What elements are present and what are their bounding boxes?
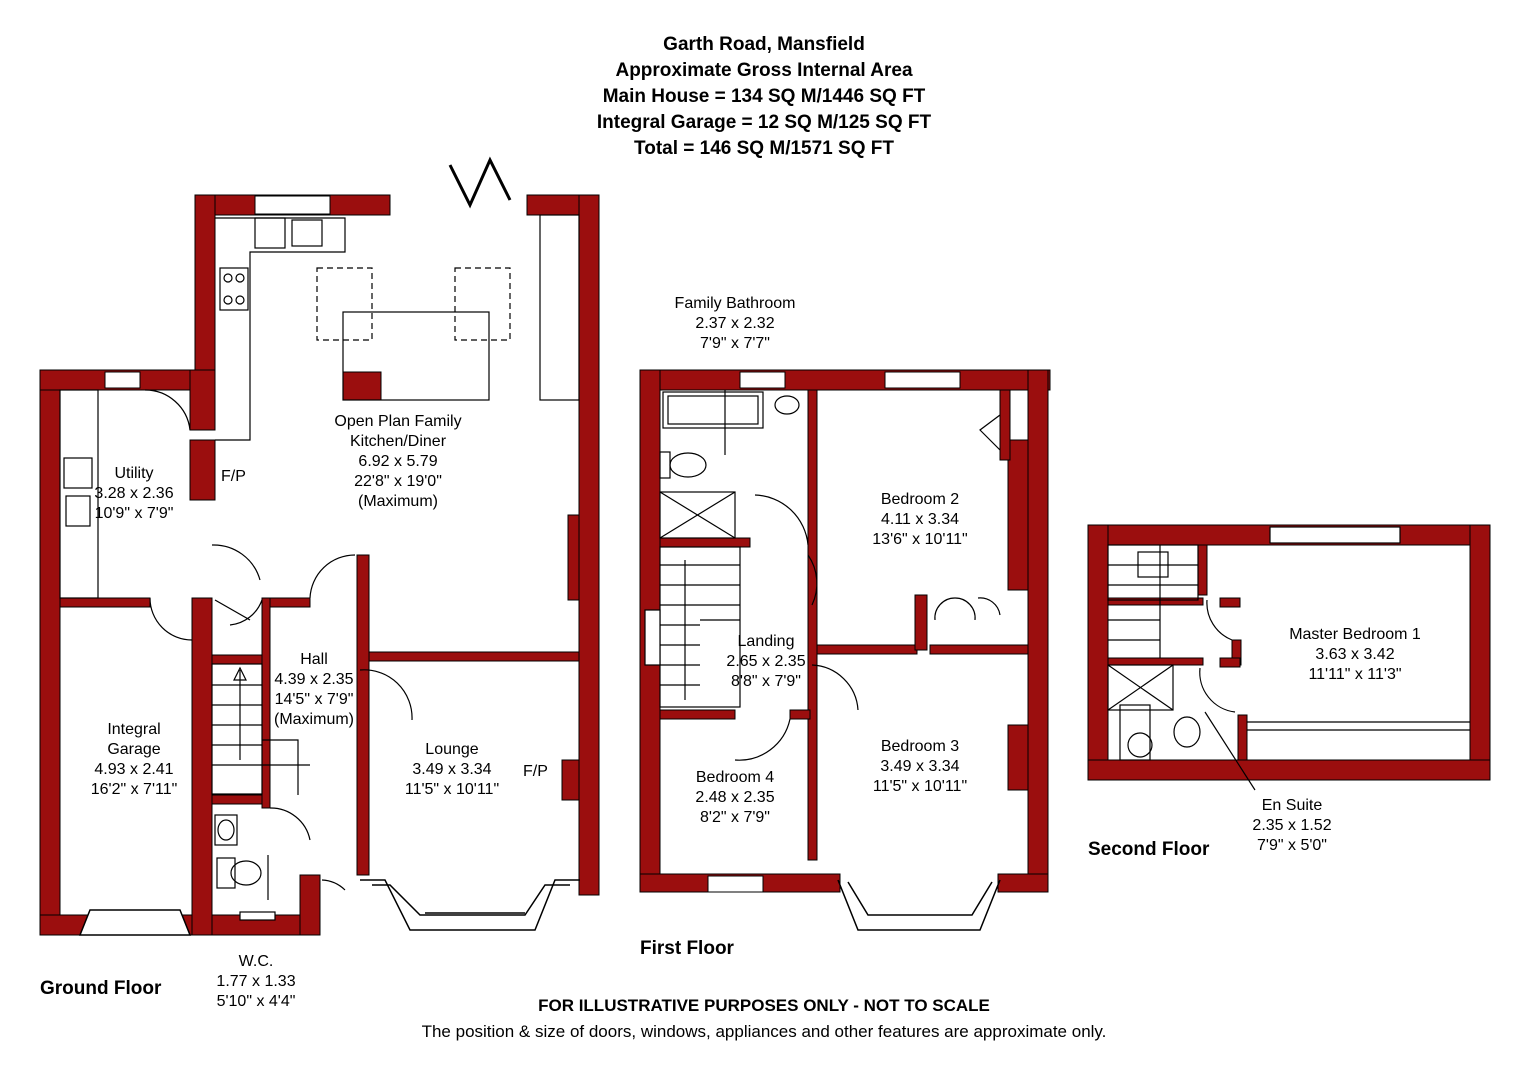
plan-header: Garth Road, Mansfield Approximate Gross … <box>0 32 1528 162</box>
wall <box>299 874 321 936</box>
garage-area: Integral Garage = 12 SQ M/125 SQ FT <box>596 112 932 133</box>
room-label-utility: Utility 3.28 x 2.36 10'9" x 7'9" <box>94 465 174 522</box>
wall-chimney <box>561 759 580 801</box>
room-label-master-bedroom: Master Bedroom 1 3.63 x 3.42 11'11" x 11… <box>1289 626 1421 683</box>
wall <box>59 597 151 608</box>
total-area: Total = 146 SQ M/1571 SQ FT <box>634 138 894 159</box>
hall-stairs <box>211 554 413 891</box>
wc-fittings <box>214 814 276 921</box>
wall <box>578 194 600 896</box>
first-floor-fittings <box>644 390 1001 761</box>
disclaimer-note: The position & size of doors, windows, a… <box>421 1022 1107 1041</box>
wall <box>211 654 263 665</box>
room-label-lounge: Lounge 3.49 x 3.34 11'5" x 10'11" <box>404 741 500 798</box>
wall <box>189 439 216 501</box>
wall <box>189 369 216 431</box>
utility-fittings <box>59 389 261 641</box>
floor-label-first: First Floor <box>640 938 734 959</box>
ground-floor-walls <box>39 194 600 936</box>
address-title: Garth Road, Mansfield <box>663 34 865 55</box>
room-label-landing: Landing 2.65 x 2.35 8'8" x 7'9" <box>726 633 806 690</box>
wall <box>269 597 311 608</box>
wall <box>356 554 370 876</box>
wall <box>211 794 263 805</box>
room-label-wc: W.C. 1.77 x 1.33 5'10" x 4'4" <box>216 953 296 1010</box>
room-label-hall: Hall 4.39 x 2.35 14'5" x 7'9" (Maximum) <box>274 651 354 728</box>
aga-cooker <box>342 371 382 401</box>
wall <box>261 597 271 809</box>
floor-label-second: Second Floor <box>1088 839 1210 860</box>
disclaimer-title: FOR ILLUSTRATIVE PURPOSES ONLY - NOT TO … <box>538 996 990 1015</box>
room-label-kitchen: Open Plan Family Kitchen/Diner 6.92 x 5.… <box>334 413 462 510</box>
wall <box>368 651 580 662</box>
room-label-bedroom3: Bedroom 3 3.49 x 3.34 11'5" x 10'11" <box>872 738 968 795</box>
first-bay-window <box>837 879 1001 931</box>
kitchen-fittings <box>215 156 580 441</box>
room-label-bedroom4: Bedroom 4 2.48 x 2.35 8'2" x 7'9" <box>695 769 775 826</box>
garage-door <box>78 909 192 936</box>
fireplace-label-lounge: F/P <box>523 763 548 780</box>
lounge-bay-window <box>360 879 580 931</box>
room-label-ensuite: En Suite 2.35 x 1.52 7'9" x 5'0" <box>1252 797 1332 854</box>
wall <box>191 597 213 936</box>
room-label-bedroom2: Bedroom 2 4.11 x 3.34 13'6" x 10'11" <box>872 491 968 548</box>
fireplace-label-kitchen: F/P <box>221 468 246 485</box>
ground-windows <box>104 195 331 389</box>
second-floor-walls <box>1087 524 1491 781</box>
room-label-bathroom: Family Bathroom 2.37 x 2.32 7'9" x 7'7" <box>674 295 796 352</box>
second-floor-fittings <box>1107 526 1470 791</box>
floor-label-ground: Ground Floor <box>40 978 162 999</box>
room-label-garage: Integral Garage 4.93 x 2.41 16'2" x 7'11… <box>90 721 178 798</box>
wall <box>39 369 61 936</box>
first-windows <box>707 371 961 893</box>
area-title: Approximate Gross Internal Area <box>615 60 913 81</box>
wall <box>194 194 216 396</box>
wall-chimney <box>567 514 580 601</box>
main-house-area: Main House = 134 SQ M/1446 SQ FT <box>602 86 926 107</box>
